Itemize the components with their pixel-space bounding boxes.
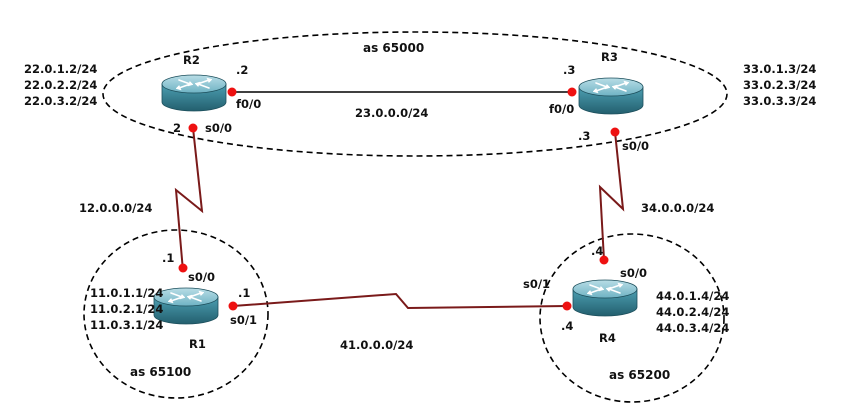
r1-s1-interface: s0/1 xyxy=(230,313,257,327)
r4-loopback: 44.0.2.4/24 xyxy=(656,305,729,319)
interface-dot xyxy=(599,255,609,265)
r2-loopback: 22.0.3.2/24 xyxy=(24,94,97,108)
link-r1-r4 xyxy=(232,292,568,310)
router-r3-name: R3 xyxy=(601,50,618,64)
r4-s0-host: .4 xyxy=(591,244,603,258)
as65100-boundary xyxy=(83,229,269,399)
router-r1-name: R1 xyxy=(189,337,206,351)
r1-r4-network: 41.0.0.0/24 xyxy=(340,338,413,352)
as65200-label: as 65200 xyxy=(609,368,670,382)
r3-loopback: 33.0.3.3/24 xyxy=(743,94,816,108)
r3-loopback: 33.0.2.3/24 xyxy=(743,78,816,92)
r2-f0-host: .2 xyxy=(236,63,248,77)
interface-dot xyxy=(228,301,238,311)
r2-loopback: 22.0.2.2/24 xyxy=(24,78,97,92)
interface-dot xyxy=(188,123,198,133)
r1-loopback: 11.0.3.1/24 xyxy=(90,318,163,332)
interface-dot xyxy=(227,87,237,97)
r4-loopback: 44.0.1.4/24 xyxy=(656,289,729,303)
r1-s1-host: .1 xyxy=(238,286,250,300)
router-r3[interactable] xyxy=(578,77,644,115)
router-r2-name: R2 xyxy=(183,53,200,67)
r2-s0-host: 2 xyxy=(173,121,181,135)
r1-loopback: 11.0.2.1/24 xyxy=(90,302,163,316)
r4-s1-interface: s0/1 xyxy=(523,277,550,291)
r3-loopback: 33.0.1.3/24 xyxy=(743,62,816,76)
r2-s0-interface: s0/0 xyxy=(205,121,232,135)
link-r1-r2 xyxy=(174,127,204,272)
interface-dot xyxy=(610,127,620,137)
router-r1[interactable] xyxy=(153,287,219,325)
r3-f0-host: .3 xyxy=(563,63,575,77)
interface-dot xyxy=(567,87,577,97)
router-icon xyxy=(578,77,644,115)
r1-s0-host: .1 xyxy=(162,251,174,265)
r1-s0-interface: s0/0 xyxy=(188,270,215,284)
interface-dot xyxy=(562,301,572,311)
router-icon xyxy=(161,74,227,112)
link-r3-r4 xyxy=(598,131,625,261)
as65100-label: as 65100 xyxy=(130,365,191,379)
as65000-label: as 65000 xyxy=(363,41,424,55)
r3-s0-host: .3 xyxy=(578,129,590,143)
r1-loopback: 11.0.1.1/24 xyxy=(90,286,163,300)
router-r4[interactable] xyxy=(572,279,638,317)
r2-r3-network: 23.0.0.0/24 xyxy=(355,106,428,120)
r1-r2-network: 12.0.0.0/24 xyxy=(79,201,152,215)
router-icon xyxy=(572,279,638,317)
r3-s0-interface: s0/0 xyxy=(622,139,649,153)
router-r4-name: R4 xyxy=(599,331,616,345)
r4-s0-interface: s0/0 xyxy=(620,266,647,280)
as65200-boundary xyxy=(539,233,725,403)
router-icon xyxy=(153,287,219,325)
r4-s1-host: .4 xyxy=(561,319,573,333)
r3-r4-network: 34.0.0.0/24 xyxy=(641,201,714,215)
r4-loopback: 44.0.3.4/24 xyxy=(656,321,729,335)
router-r2[interactable] xyxy=(161,74,227,112)
as65000-boundary xyxy=(102,31,728,157)
r3-f0-interface: f0/0 xyxy=(549,102,574,116)
interface-dot xyxy=(178,263,188,273)
r2-loopback: 22.0.1.2/24 xyxy=(24,62,97,76)
r2-f0-interface: f0/0 xyxy=(236,97,261,111)
